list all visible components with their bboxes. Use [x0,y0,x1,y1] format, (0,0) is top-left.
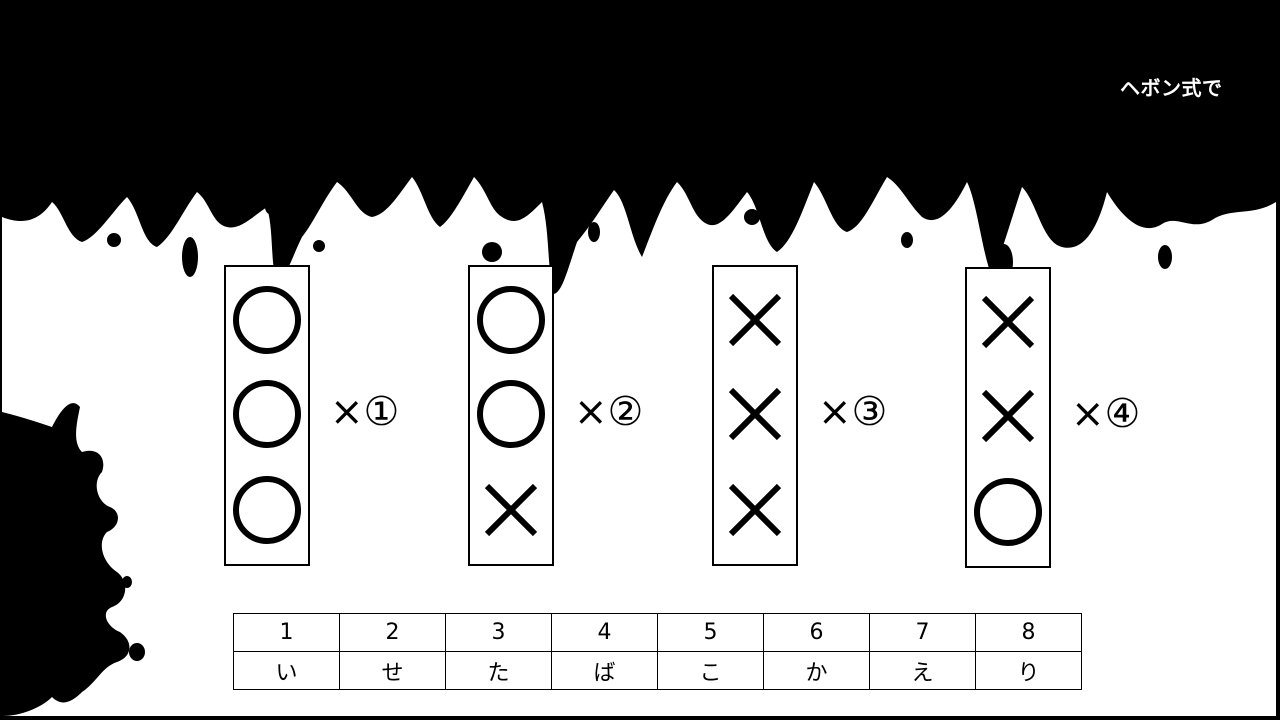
key-number: 8 [975,613,1082,652]
symbol-4-1 [972,286,1044,358]
key-number: 5 [657,613,764,652]
key-kana: ば [551,651,658,690]
corner-label: ヘボン式で [1120,76,1223,100]
cross-mark-icon [728,483,782,537]
multiplier-1: ×① [330,389,400,435]
key-number: 1 [233,613,340,652]
key-number-row: 1 2 3 4 5 6 7 8 [233,613,1082,652]
symbol-2-1 [475,284,547,356]
key-number: 2 [339,613,446,652]
multiplier-3: ×③ [818,389,888,435]
circle-mark-icon [233,380,301,448]
cross-mark-icon [728,293,782,347]
symbol-4-2 [972,380,1044,452]
cross-mark-icon [728,387,782,441]
circle-mark-icon [233,476,301,544]
key-table: 1 2 3 4 5 6 7 8 い せ た ば こ か え り [233,613,1082,690]
key-number: 3 [445,613,552,652]
symbol-2-3 [475,474,547,546]
key-kana: せ [339,651,446,690]
symbol-3-2 [719,378,791,450]
symbol-2-2 [475,378,547,450]
key-kana: か [763,651,870,690]
cross-mark-icon [981,295,1035,349]
key-kana: こ [657,651,764,690]
key-kana: た [445,651,552,690]
key-number: 6 [763,613,870,652]
circle-mark-icon [477,286,545,354]
symbol-1-3 [231,474,303,546]
cross-mark-icon [981,389,1035,443]
key-kana: え [869,651,976,690]
symbol-4-3 [972,476,1044,548]
key-kana-row: い せ た ば こ か え り [233,651,1082,690]
symbol-3-1 [719,284,791,356]
symbol-3-3 [719,474,791,546]
circle-mark-icon [974,478,1042,546]
key-kana: り [975,651,1082,690]
key-number: 4 [551,613,658,652]
multiplier-4: ×④ [1071,391,1141,437]
circle-mark-icon [233,286,301,354]
circle-mark-icon [477,380,545,448]
multiplier-2: ×② [574,389,644,435]
key-number: 7 [869,613,976,652]
symbol-1-2 [231,378,303,450]
cross-mark-icon [484,483,538,537]
key-kana: い [233,651,340,690]
symbol-1-1 [231,284,303,356]
